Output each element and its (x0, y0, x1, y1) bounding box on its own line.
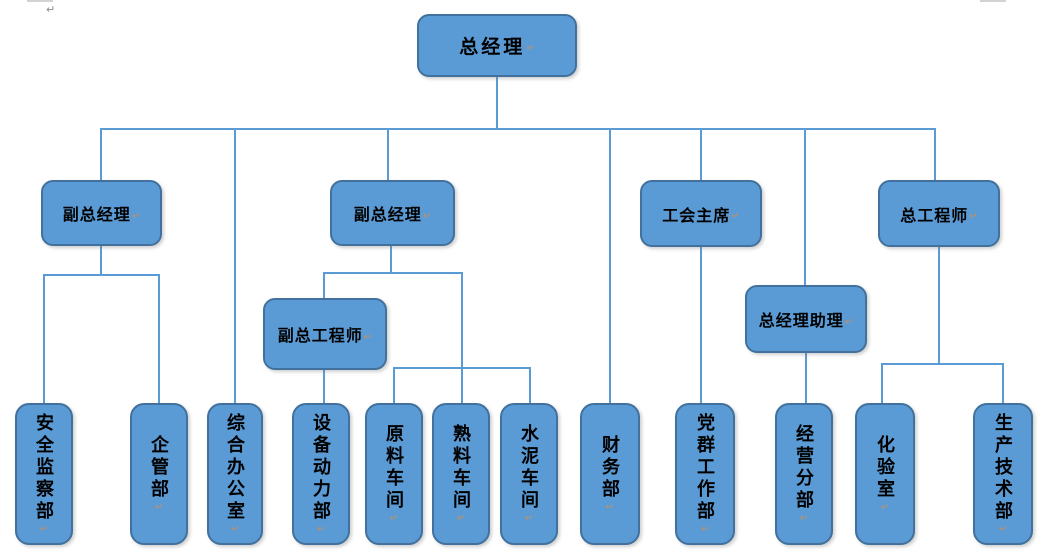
connector (387, 128, 389, 180)
connector (805, 353, 807, 403)
connector (700, 128, 702, 180)
node-label: 副总经理 (353, 207, 422, 224)
paragraph-mark: ↵ (526, 43, 535, 54)
connector (158, 274, 160, 403)
paragraph-mark-artifact: ↵ (46, 3, 56, 16)
connector (43, 274, 160, 276)
node-label: 化验室 (875, 435, 895, 501)
paragraph-mark: ↵ (798, 513, 810, 524)
org-node-general-office[interactable]: 综合办公室↵ (207, 403, 263, 545)
node-label: 熟料车间 (451, 424, 471, 512)
node-label: 副总工程师 (277, 328, 363, 345)
paragraph-mark: ↵ (422, 210, 432, 222)
paragraph-mark: ↵ (363, 331, 373, 343)
org-node-general-manager[interactable]: 总经理↵ (417, 14, 577, 77)
node-label: 财务部 (600, 435, 620, 501)
org-node-deputy-chief-engineer[interactable]: 副总工程师↵ (263, 298, 387, 370)
paragraph-mark: ↵ (153, 502, 165, 513)
paragraph-mark: ↵ (455, 513, 467, 524)
org-node-laboratory[interactable]: 化验室↵ (855, 403, 915, 545)
paragraph-mark: ↵ (699, 524, 711, 535)
node-label: 水泥车间 (519, 424, 539, 512)
connector (938, 247, 940, 363)
paragraph-mark: ↵ (388, 513, 400, 524)
paragraph-mark: ↵ (604, 502, 616, 513)
node-label: 经营分部 (794, 424, 814, 512)
paragraph-mark: ↵ (844, 316, 854, 328)
org-node-raw-material-workshop[interactable]: 原料车间↵ (365, 403, 423, 545)
connector (43, 274, 45, 403)
org-node-clinker-workshop[interactable]: 熟料车间↵ (432, 403, 490, 545)
org-node-safety-supervision-dept[interactable]: 安全监察部↵ (15, 403, 73, 545)
connector (100, 128, 936, 130)
connector (881, 363, 1004, 365)
node-label: 党群工作部 (695, 413, 715, 523)
paragraph-mark: ↵ (969, 211, 978, 222)
org-node-finance-dept[interactable]: 财务部↵ (580, 403, 640, 545)
node-label: 工会主席 (662, 207, 731, 225)
paragraph-mark: ↵ (38, 524, 50, 535)
connector (700, 247, 702, 403)
connector (390, 246, 392, 272)
connector (1002, 363, 1004, 403)
node-label: 副总经理 (62, 207, 131, 224)
paragraph-mark: ↵ (997, 524, 1009, 535)
paragraph-mark: ↵ (315, 524, 327, 535)
paragraph-mark: ↵ (131, 210, 141, 222)
connector (234, 128, 236, 403)
connector (529, 367, 531, 403)
org-node-production-tech-dept[interactable]: 生产技术部↵ (973, 403, 1033, 545)
connector (393, 367, 395, 403)
org-node-union-chairman[interactable]: 工会主席↵ (640, 180, 762, 247)
org-node-gm-assistant[interactable]: 总经理助理↵ (745, 285, 867, 353)
connector (461, 367, 463, 403)
node-label: 综合办公室 (225, 413, 245, 523)
connector (496, 77, 498, 128)
org-node-cement-workshop[interactable]: 水泥车间↵ (500, 403, 558, 545)
connector (461, 272, 463, 367)
connector (323, 272, 325, 298)
page-margin-mark-right (980, 0, 1006, 2)
node-label: 设备动力部 (311, 413, 331, 523)
node-label: 总经理助理 (758, 313, 844, 330)
org-node-chief-engineer[interactable]: 总工程师↵ (878, 180, 1000, 247)
org-node-operations-division[interactable]: 经营分部↵ (775, 403, 833, 545)
org-node-deputy-gm-1[interactable]: 副总经理↵ (41, 180, 162, 246)
connector (100, 128, 102, 180)
node-label: 总工程师 (900, 207, 969, 225)
org-node-equipment-power-dept[interactable]: 设备动力部↵ (292, 403, 350, 545)
paragraph-mark: ↵ (879, 502, 891, 513)
connector (934, 128, 936, 180)
org-node-enterprise-mgmt-dept[interactable]: 企管部↵ (130, 403, 188, 545)
connector (100, 246, 102, 274)
org-node-deputy-gm-2[interactable]: 副总经理↵ (330, 180, 455, 246)
paragraph-mark: ↵ (731, 211, 740, 222)
connector (323, 272, 463, 274)
connector (804, 128, 806, 285)
connector (881, 363, 883, 403)
node-label: 生产技术部 (993, 413, 1013, 523)
paragraph-mark: ↵ (229, 524, 241, 535)
node-label: 安全监察部 (34, 413, 54, 523)
page-margin-mark-left (27, 0, 53, 2)
connector (609, 128, 611, 403)
node-label: 原料车间 (384, 424, 404, 512)
node-label: 企管部 (149, 435, 169, 501)
org-node-party-mass-work-dept[interactable]: 党群工作部↵ (675, 403, 735, 545)
connector (323, 370, 325, 403)
paragraph-mark: ↵ (523, 513, 535, 524)
node-label: 总经理 (459, 37, 526, 58)
